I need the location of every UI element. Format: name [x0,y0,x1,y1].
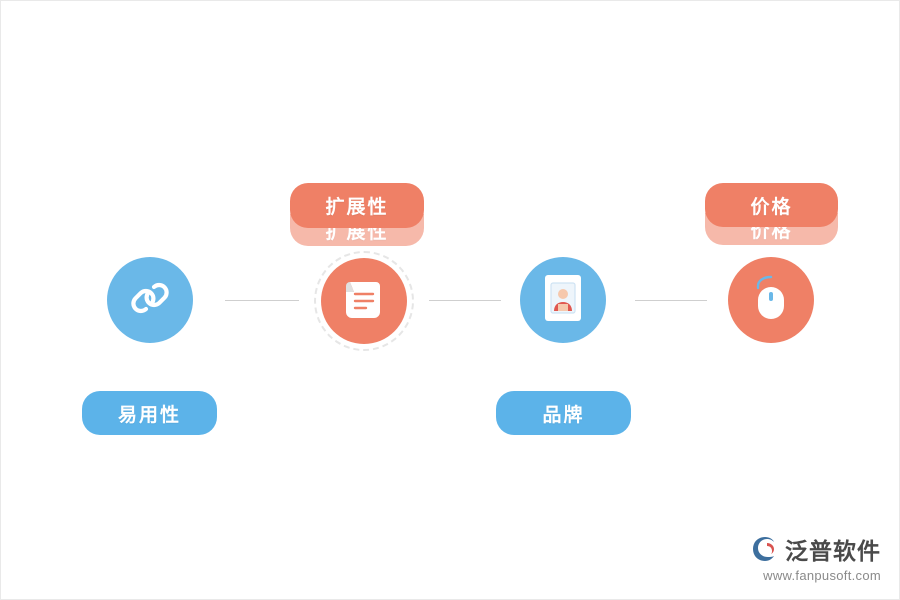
connector-line-3 [635,300,707,301]
watermark-name: 泛普软件 [785,538,881,564]
scroll-document-icon [342,276,386,327]
watermark-url: www.fanpusoft.com [763,568,881,583]
connector-line-2 [429,300,501,301]
label-price[interactable]: 价格 [705,183,838,227]
watermark-top: 泛普软件 [751,532,881,566]
label-easeofuse[interactable]: 易用性 [82,391,217,435]
watermark: 泛普软件 www.fanpusoft.com [751,532,881,583]
node-brand[interactable] [520,257,606,343]
computer-mouse-icon [751,273,791,328]
node-scalability[interactable] [321,258,407,344]
node-price[interactable] [728,257,814,343]
label-scalability[interactable]: 扩展性 [290,183,424,228]
node-easeofuse[interactable] [107,257,193,343]
label-brand[interactable]: 品牌 [496,391,631,435]
id-card-icon [543,273,583,328]
fanpu-logo-icon [751,535,779,563]
chain-link-icon [127,275,173,326]
highlight-ring [314,251,414,351]
connector-line-1 [225,300,299,301]
